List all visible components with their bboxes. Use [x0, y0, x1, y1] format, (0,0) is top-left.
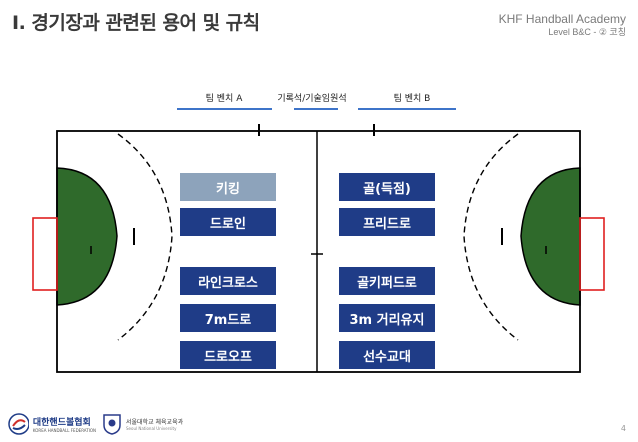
left-goal-area	[56, 167, 118, 306]
term-button-kicking[interactable]: 키킹	[180, 173, 276, 201]
term-button-3m-distance[interactable]: 3m 거리유지	[339, 304, 435, 332]
bench-b-line	[358, 108, 456, 110]
page-number: 4	[620, 424, 626, 433]
bench-b-label: 팀 벤치 B	[393, 94, 431, 104]
khf-logo: 대한핸드볼협회 KOREA HANDBALL FEDERATION	[8, 410, 96, 438]
right-goal	[579, 217, 605, 291]
right-goal-area	[520, 167, 581, 306]
term-button-throw-in[interactable]: 드로인	[180, 208, 276, 236]
term-button-goalkeeper-throw[interactable]: 골키퍼드로	[339, 267, 435, 295]
khf-logo-text: 대한핸드볼협회	[32, 418, 91, 428]
snu-logo-text: 서울대학교 체육교육과	[126, 419, 184, 426]
snu-logo: 서울대학교 체육교육과 Seoul National University	[102, 410, 194, 438]
org-level: Level B&C - ② 코칭	[548, 27, 626, 37]
left-goal	[32, 217, 58, 291]
term-button-goal[interactable]: 골(득점)	[339, 173, 435, 201]
term-button-throw-off[interactable]: 드로오프	[180, 341, 276, 369]
term-button-substitution[interactable]: 선수교대	[339, 341, 435, 369]
bench-a-line	[177, 108, 272, 110]
scorer-table-label: 기록석/기술임원석	[277, 94, 347, 104]
bench-a-label: 팀 벤치 A	[205, 94, 243, 104]
khf-emblem-icon	[8, 413, 29, 435]
term-button-7m-throw[interactable]: 7m드로	[180, 304, 276, 332]
snu-emblem-icon	[103, 414, 121, 435]
khf-logo-subtext: KOREA HANDBALL FEDERATION	[32, 428, 96, 433]
term-button-line-cross[interactable]: 라인크로스	[180, 267, 276, 295]
snu-logo-subtext: Seoul National University	[126, 426, 177, 431]
org-header: KHF Handball Academy Level B&C - ② 코칭	[499, 12, 626, 38]
left-free-throw-line	[117, 133, 173, 341]
court-outline	[56, 130, 581, 373]
org-name: KHF Handball Academy	[498, 12, 626, 26]
slide-title: I. 경기장과 관련된 용어 및 규칙	[12, 12, 260, 34]
term-button-free-throw[interactable]: 프리드로	[339, 208, 435, 236]
right-free-throw-line	[463, 133, 519, 341]
scorer-table-line	[294, 108, 338, 110]
